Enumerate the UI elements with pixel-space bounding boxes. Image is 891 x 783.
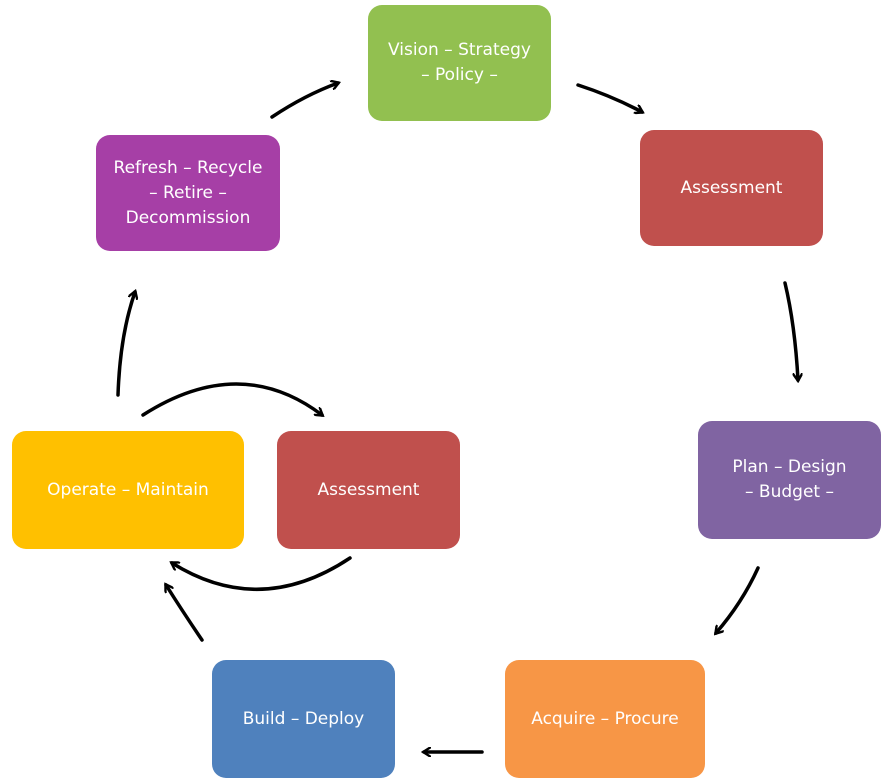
arrow-vision-to-assessment	[576, 83, 642, 112]
node-plan-design-budget: Plan – Design – Budget –	[698, 421, 881, 539]
node-label: Operate – Maintain	[47, 479, 209, 500]
node-assessment-inner: Assessment	[277, 431, 460, 549]
node-label: Vision – Strategy – Policy –	[388, 40, 531, 85]
node-assessment-top: Assessment	[640, 130, 823, 246]
arrow-assessment-to-plan	[783, 281, 798, 380]
node-label: Plan – Design – Budget –	[732, 457, 847, 502]
arrow-build-to-operate	[164, 585, 204, 642]
node-build-deploy: Build – Deploy	[212, 660, 395, 778]
node-label: Acquire – Procure	[531, 708, 679, 729]
node-vision-strategy-policy: Vision – Strategy – Policy –	[368, 5, 551, 121]
arrow-operate-to-refresh	[116, 292, 135, 397]
node-operate-maintain: Operate – Maintain	[12, 431, 244, 549]
arrow-operate-to-assessment	[141, 382, 322, 415]
node-label: Refresh – Recycle – Retire – Decommissio…	[113, 157, 263, 228]
arrow-refresh-to-vision	[270, 83, 338, 119]
node-label: Assessment	[317, 479, 420, 500]
node-label: Assessment	[680, 177, 783, 198]
node-label: Build – Deploy	[242, 708, 365, 729]
arrow-plan-to-acquire	[716, 566, 760, 633]
node-refresh-recycle-retire: Refresh – Recycle – Retire – Decommissio…	[96, 135, 280, 251]
arrow-assessment-to-operate	[172, 556, 352, 592]
node-acquire-procure: Acquire – Procure	[505, 660, 705, 778]
